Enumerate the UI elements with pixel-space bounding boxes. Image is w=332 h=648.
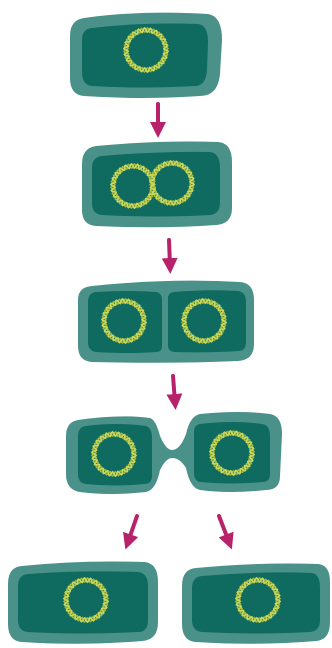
arrow-down-icon — [219, 516, 229, 542]
daughter-cell-left — [8, 562, 158, 644]
arrow-down-icon — [169, 240, 170, 266]
daughter-cell-right — [182, 564, 330, 644]
arrow-2-3 — [169, 240, 170, 266]
stage-single-cell — [70, 13, 222, 98]
arrow-down-icon — [128, 516, 137, 542]
stage-pinching — [66, 412, 282, 494]
stage-septum-formed — [78, 281, 254, 363]
stage-dna-replicated — [82, 142, 232, 228]
arrow-down-icon — [173, 376, 175, 402]
arrow-4-right — [219, 516, 229, 542]
arrow-4-left — [128, 516, 137, 542]
arrow-3-4 — [173, 376, 175, 402]
cytoplasm — [82, 24, 208, 88]
